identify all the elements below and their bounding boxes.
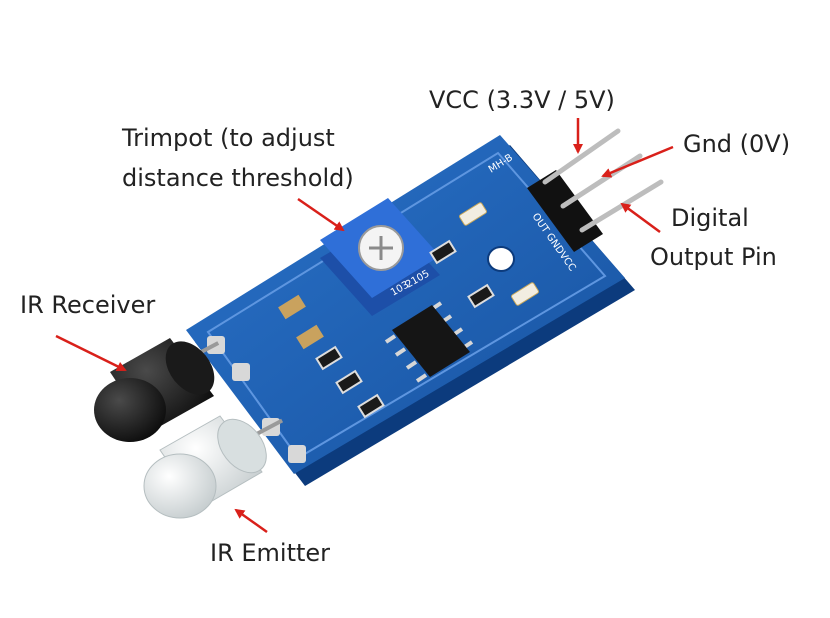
pcb-border-trace xyxy=(206,151,607,460)
solder-pad xyxy=(288,445,306,463)
ir-receiver xyxy=(94,338,220,442)
callout-labels: VCC (3.3V / 5V) Gnd (0V) Digital Output … xyxy=(20,86,790,567)
chip-body xyxy=(392,305,470,377)
smd-resistor xyxy=(429,239,457,265)
ir-emitter xyxy=(143,415,284,519)
smd-resistor xyxy=(335,369,363,395)
gnd-arrow xyxy=(601,145,674,178)
ir-receiver-arrow xyxy=(55,334,127,372)
digital-arrow xyxy=(620,202,661,234)
trimpot-label-line1: Trimpot (to adjust xyxy=(121,124,335,152)
mounting-hole xyxy=(487,246,515,272)
smd-resistor xyxy=(357,393,385,419)
gnd-pin[interactable] xyxy=(560,153,643,209)
gnd-label: Gnd (0V) xyxy=(683,130,790,158)
ir-emitter-label: IR Emitter xyxy=(210,539,330,567)
smd-resistor xyxy=(467,283,495,309)
vcc-label: VCC (3.3V / 5V) xyxy=(429,86,615,114)
power-led xyxy=(459,202,487,226)
digital-label-line2: Output Pin xyxy=(650,243,777,271)
status-leds xyxy=(459,202,539,306)
callout-arrows xyxy=(55,118,674,534)
chip-lead xyxy=(394,347,407,357)
ir-receiver-label: IR Receiver xyxy=(20,291,155,319)
smd-resistor xyxy=(315,345,343,371)
smd-components xyxy=(278,239,495,419)
pcb-board xyxy=(186,135,635,486)
trimpot-arrow xyxy=(297,197,345,232)
emitter-dome xyxy=(143,453,217,519)
receiver-flange xyxy=(165,341,215,395)
emitter-leg xyxy=(252,418,284,438)
pcb-surface xyxy=(186,135,625,474)
emitter-flange xyxy=(217,418,267,474)
trimpot-label-line2: distance threshold) xyxy=(122,164,354,192)
smd-capacitor xyxy=(296,324,324,350)
solder-pad xyxy=(232,363,250,381)
digital-label-line1: Digital xyxy=(671,204,749,232)
trimpot[interactable]: 103 xyxy=(320,198,440,316)
chip-lead xyxy=(384,334,397,344)
receiver-dome xyxy=(94,378,166,442)
output-led xyxy=(511,282,539,306)
ir-emitter-arrow xyxy=(234,508,268,534)
chip-lead xyxy=(415,373,428,383)
vcc-pin[interactable] xyxy=(542,128,621,185)
chip-lead xyxy=(405,360,418,370)
smd-capacitor xyxy=(278,294,306,320)
